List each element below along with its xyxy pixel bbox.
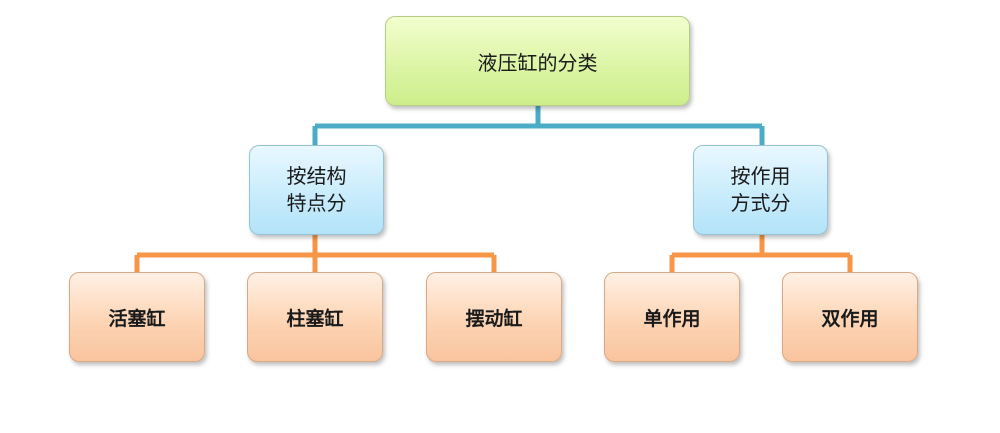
structure-connector (134, 235, 497, 272)
leaf-label: 活塞缸 (108, 307, 166, 330)
category-node-function: 按作用 方式分 (693, 145, 828, 235)
leaf-label: 单作用 (643, 307, 701, 330)
leaf-node-single-acting: 单作用 (604, 272, 740, 362)
leaf-node-piston-cylinder: 活塞缸 (69, 272, 205, 362)
leaf-node-swing-cylinder: 摆动缸 (426, 272, 562, 362)
root-connector (312, 106, 765, 145)
leaf-node-double-acting: 双作用 (782, 272, 918, 362)
leaf-node-plunger-cylinder: 柱塞缸 (247, 272, 383, 362)
category-label: 按结构 特点分 (286, 164, 347, 215)
function-connector (669, 235, 853, 272)
category-label: 按作用 方式分 (730, 164, 791, 215)
leaf-label: 摆动缸 (465, 307, 523, 330)
root-label: 液压缸的分类 (477, 50, 598, 75)
leaf-label: 双作用 (821, 307, 879, 330)
root-node: 液压缸的分类 (385, 16, 690, 106)
category-node-structure: 按结构 特点分 (249, 145, 384, 235)
leaf-label: 柱塞缸 (286, 307, 344, 330)
